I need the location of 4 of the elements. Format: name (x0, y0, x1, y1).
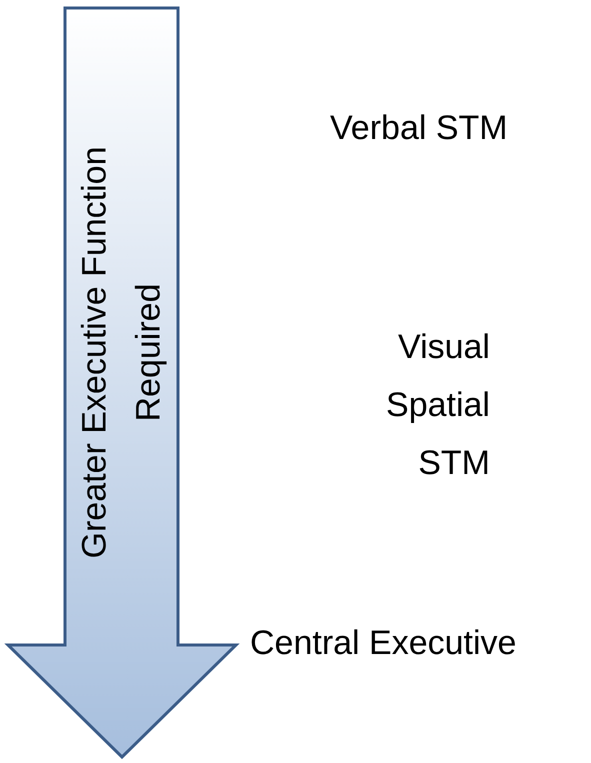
text-label: Verbal STM (330, 108, 509, 149)
arrow-label: Greater Executive Function Required (74, 145, 168, 560)
text-label: Central Executive (250, 623, 518, 664)
text-label: Visual Spatial STM (385, 327, 490, 484)
